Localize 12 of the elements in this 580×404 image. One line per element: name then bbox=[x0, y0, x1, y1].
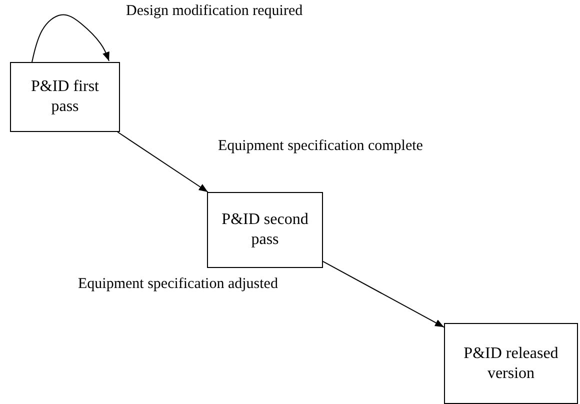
edge-label: Design modification required bbox=[126, 3, 303, 20]
process-box bbox=[207, 192, 323, 268]
box-label: P&ID released version bbox=[462, 344, 560, 384]
arrow bbox=[322, 260, 444, 328]
arrow bbox=[117, 132, 208, 192]
edge-label: Equipment specification adjusted bbox=[78, 276, 278, 293]
process-box bbox=[10, 62, 120, 132]
box-label: P&ID second pass bbox=[220, 210, 310, 250]
process-box bbox=[444, 323, 578, 404]
edge-label: Equipment specification complete bbox=[218, 138, 423, 155]
box-label: P&ID first pass bbox=[30, 77, 100, 117]
arrow bbox=[32, 14, 110, 62]
